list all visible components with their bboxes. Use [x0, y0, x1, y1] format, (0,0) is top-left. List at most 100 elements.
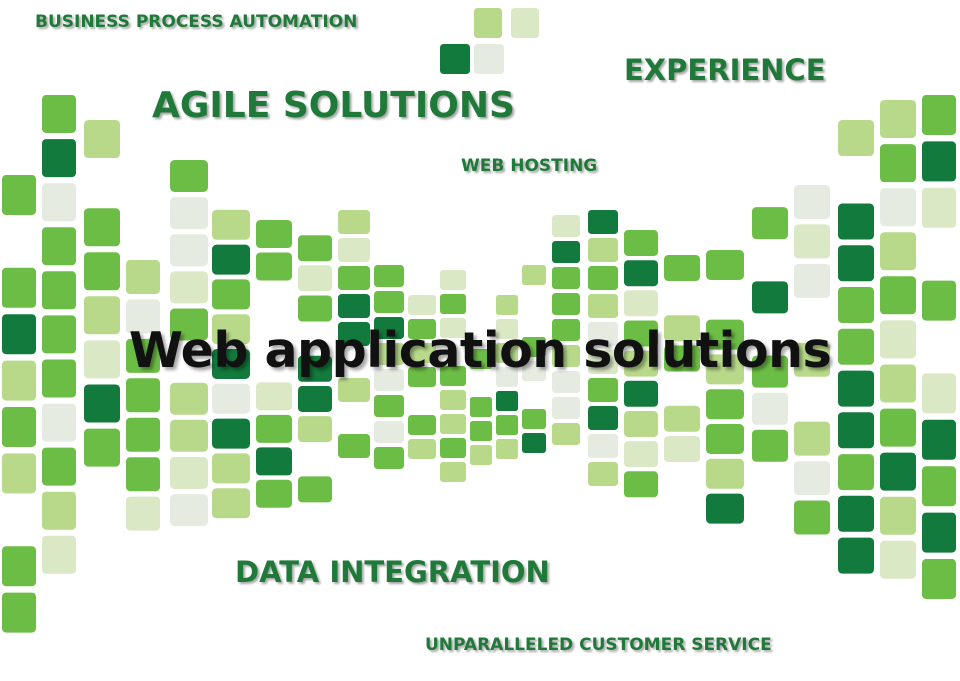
mosaic-tile: [298, 295, 332, 322]
mosaic-tile: [440, 366, 466, 386]
mosaic-tile: [42, 315, 76, 354]
mosaic-tile: [624, 260, 658, 287]
mosaic-tile: [706, 250, 744, 280]
mosaic-tile: [706, 493, 744, 524]
mosaic-tile: [880, 496, 916, 535]
mosaic-tile: [496, 415, 518, 435]
mosaic-tile: [374, 265, 404, 287]
mosaic-tile: [440, 462, 466, 482]
mosaic-tile: [794, 224, 830, 259]
mosaic-tile: [2, 267, 36, 308]
mosaic-tile: [922, 512, 956, 553]
mosaic-tile: [922, 187, 956, 228]
mosaic-tile: [624, 350, 658, 377]
mosaic-tile: [664, 255, 700, 281]
mosaic-tile: [752, 207, 788, 240]
mosaic-tile: [42, 227, 76, 266]
mosaic-tile: [126, 299, 160, 334]
mosaic-tile: [588, 378, 618, 402]
mosaic-tile: [42, 271, 76, 310]
mosaic-tile: [496, 391, 518, 411]
keyword-agile-solutions: AGILE SOLUTIONS: [152, 85, 515, 126]
mosaic-tile: [408, 319, 436, 339]
mosaic-tile: [922, 373, 956, 414]
mosaic-tile: [588, 434, 618, 458]
mosaic-tile: [2, 360, 36, 401]
mosaic-tile: [880, 540, 916, 579]
mosaic-tile: [256, 414, 292, 443]
mosaic-tile: [212, 209, 250, 240]
mosaic-tile: [84, 120, 120, 158]
mosaic-tile: [470, 397, 492, 417]
mosaic-tile: [752, 392, 788, 425]
mosaic-tile: [2, 592, 36, 633]
mosaic-tile: [298, 476, 332, 503]
mosaic-tile: [42, 447, 76, 486]
mosaic-tile: [624, 230, 658, 256]
mosaic-tile: [408, 439, 436, 459]
mosaic-tile: [440, 390, 466, 410]
mosaic-tile: [298, 265, 332, 292]
mosaic-tile: [588, 294, 618, 318]
mosaic-tile: [838, 328, 874, 365]
mosaic-tile: [212, 383, 250, 414]
mosaic-tile: [880, 364, 916, 403]
mosaic-tile: [2, 314, 36, 355]
mosaic-tile: [84, 296, 120, 335]
mosaic-tile: [588, 322, 618, 346]
keyword-business-process-automation: BUSINESS PROCESS AUTOMATION: [35, 12, 358, 32]
mosaic-tile: [706, 424, 744, 454]
mosaic-tile: [496, 343, 518, 363]
mosaic-tile: [408, 415, 436, 435]
mosaic-tile: [374, 291, 404, 313]
mosaic-tile: [126, 338, 160, 373]
mosaic-tile: [496, 439, 518, 459]
mosaic-tile: [408, 343, 436, 363]
mosaic-tile: [794, 342, 830, 377]
mosaic-tile: [440, 318, 466, 338]
mosaic-tile: [84, 208, 120, 247]
mosaic-tile: [374, 369, 404, 391]
keyword-data-integration: DATA INTEGRATION: [235, 555, 550, 589]
mosaic-tile: [42, 535, 76, 574]
mosaic-tile: [664, 436, 700, 462]
mosaic-tile: [752, 355, 788, 388]
mosaic-tile: [706, 458, 744, 489]
mosaic-tile: [522, 361, 546, 381]
mosaic-tile: [170, 308, 208, 341]
mosaic-tile: [42, 183, 76, 222]
mosaic-tile: [552, 397, 580, 419]
mosaic-tile: [408, 295, 436, 315]
mosaic-tile: [496, 367, 518, 387]
mosaic-tile: [338, 322, 370, 346]
mosaic-tile: [552, 215, 580, 237]
mosaic-tile: [838, 203, 874, 240]
mosaic-tile: [126, 417, 160, 452]
mosaic-tile: [126, 457, 160, 492]
mosaic-tile: [706, 319, 744, 350]
mosaic-tile: [588, 406, 618, 430]
mosaic-tile: [338, 266, 370, 290]
mosaic-tile: [588, 210, 618, 234]
mosaic-tile: [256, 252, 292, 281]
mosaic-tile: [170, 234, 208, 267]
mosaic-tile: [522, 409, 546, 429]
mosaic-tile: [84, 384, 120, 423]
mosaic-tile: [664, 345, 700, 372]
mosaic-tile: [706, 354, 744, 385]
mosaic-tile: [2, 175, 36, 215]
mosaic-tile: [212, 314, 250, 345]
mosaic-tile: [794, 421, 830, 456]
mosaic-tile: [752, 281, 788, 314]
mosaic-tile: [170, 382, 208, 415]
headline: Web application solutions: [128, 322, 832, 379]
keyword-experience: EXPERIENCE: [624, 53, 826, 87]
mosaic-tile: [42, 95, 76, 133]
mosaic-tile: [838, 495, 874, 532]
mosaic-tile: [374, 447, 404, 469]
mosaic-tile: [338, 294, 370, 318]
mosaic-tile: [922, 95, 956, 135]
mosaic-tile: [84, 340, 120, 379]
mosaic-tile: [374, 343, 404, 365]
